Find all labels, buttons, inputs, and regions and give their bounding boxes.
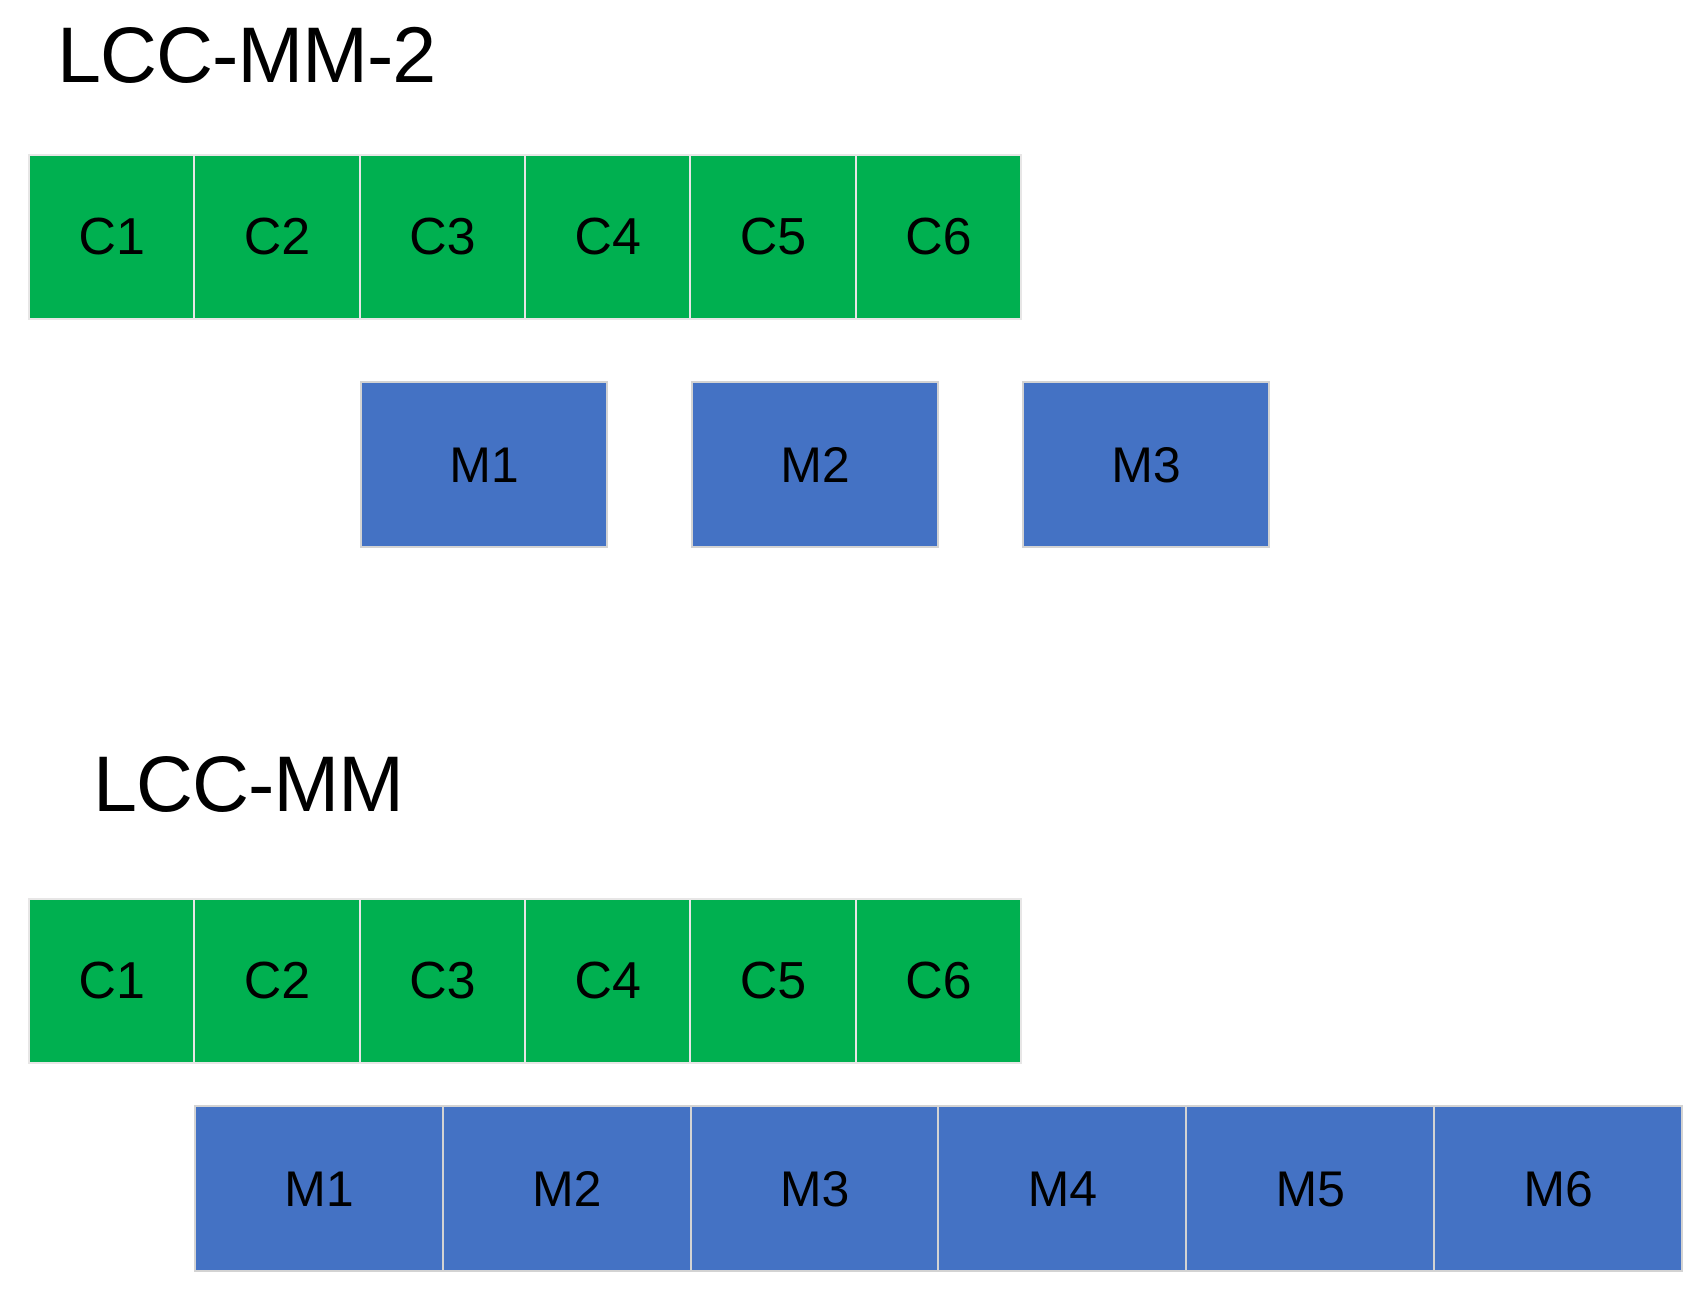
c-cell: C4: [525, 156, 692, 318]
c-cell: C1: [30, 900, 196, 1062]
c-cell: C1: [30, 156, 196, 318]
m-cell: M6: [1435, 1107, 1681, 1270]
m-cell: M4: [939, 1107, 1188, 1270]
c-cell: C5: [691, 156, 857, 318]
c-cell: C4: [525, 900, 692, 1062]
c-cell: C6: [856, 156, 1020, 318]
section-title-lcc-mm-2: LCC-MM-2: [57, 10, 436, 99]
c-cell: C3: [360, 900, 526, 1062]
memory-box: M1: [360, 381, 608, 548]
cache-row-lcc-mm: C1 C2 C3 C4 C5 C6: [28, 898, 1022, 1064]
m-cell: M1: [196, 1107, 444, 1270]
m-cell: M2: [443, 1107, 692, 1270]
memory-box: M3: [1022, 381, 1270, 548]
memory-row-lcc-mm: M1 M2 M3 M4 M5 M6: [194, 1105, 1683, 1272]
memory-box: M2: [691, 381, 939, 548]
section-title-lcc-mm: LCC-MM: [93, 739, 404, 828]
m-cell: M5: [1187, 1107, 1436, 1270]
c-cell: C2: [195, 156, 361, 318]
m-cell: M3: [691, 1107, 940, 1270]
c-cell: C2: [195, 900, 361, 1062]
cache-row-lcc-mm-2: C1 C2 C3 C4 C5 C6: [28, 154, 1022, 320]
c-cell: C3: [360, 156, 526, 318]
c-cell: C5: [691, 900, 857, 1062]
c-cell: C6: [856, 900, 1020, 1062]
